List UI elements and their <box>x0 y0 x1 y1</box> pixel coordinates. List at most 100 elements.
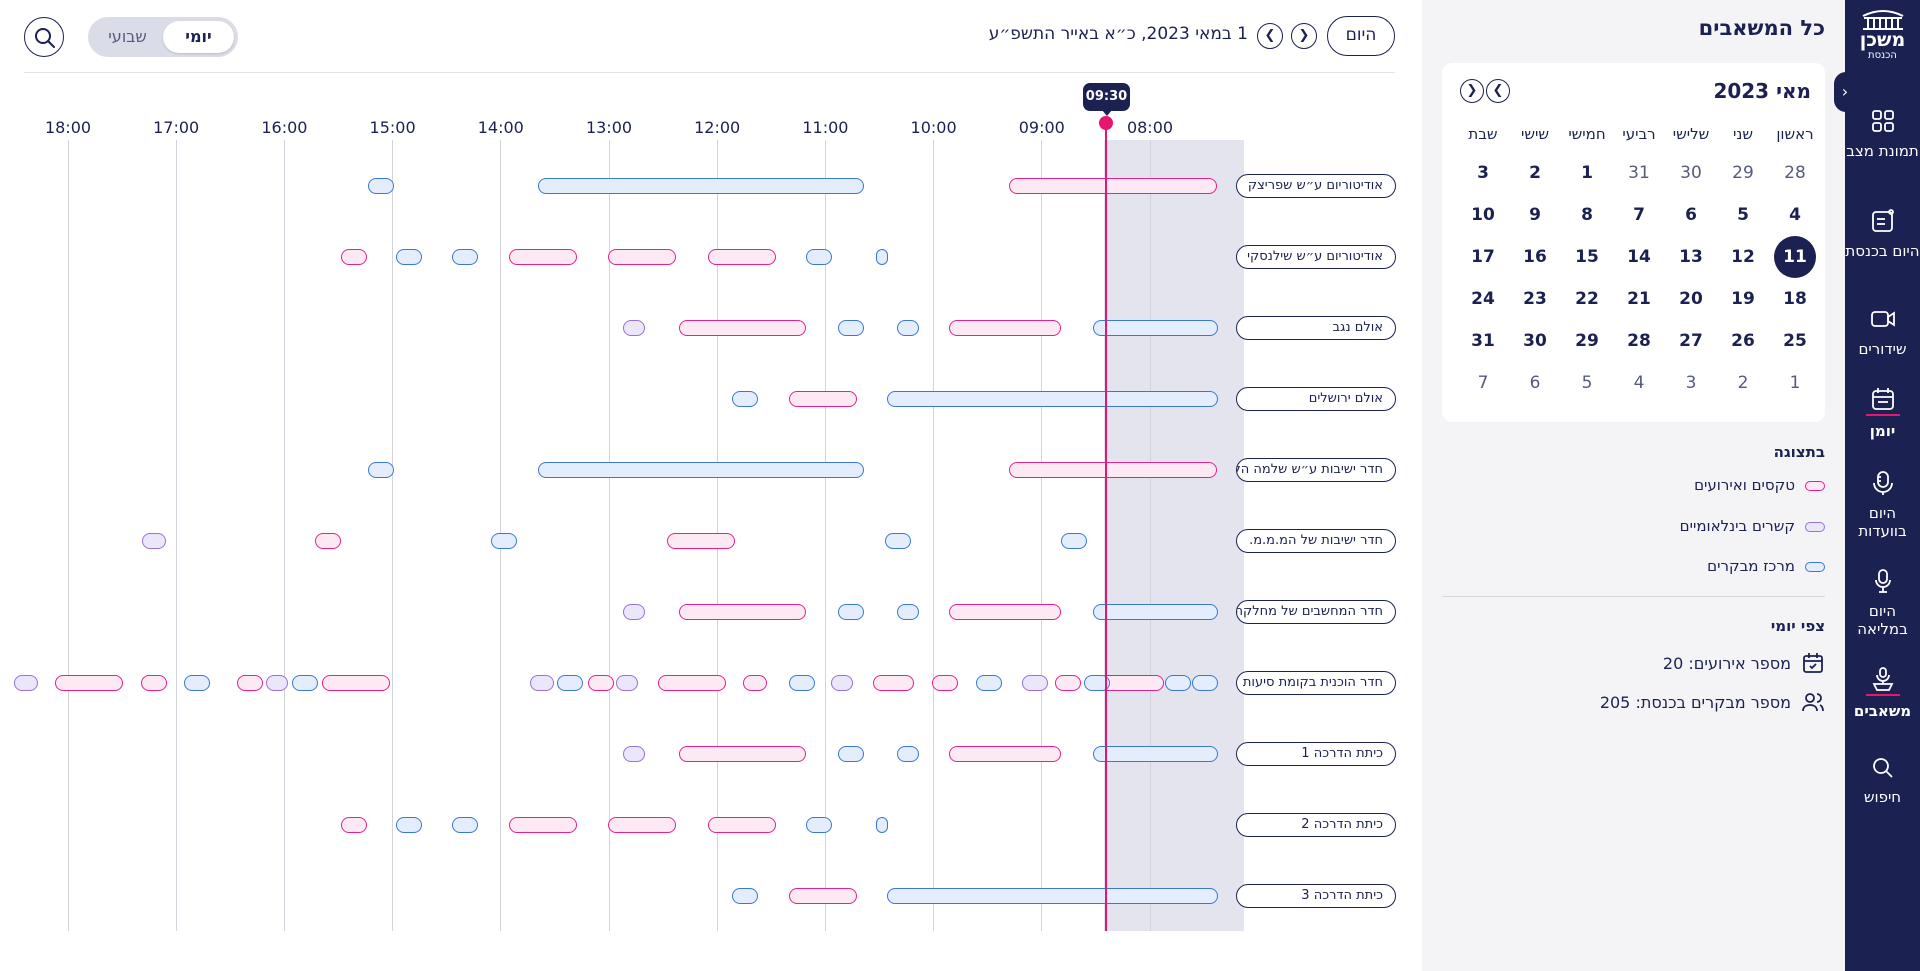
event-block[interactable] <box>887 391 1218 407</box>
calendar-day[interactable]: 24 <box>1471 289 1495 309</box>
event-block[interactable] <box>1093 604 1218 620</box>
nav-item-today-knesset[interactable]: היום בכנסת <box>1845 208 1920 260</box>
event-block[interactable] <box>885 533 911 549</box>
event-block[interactable] <box>530 675 554 691</box>
event-block[interactable] <box>142 533 166 549</box>
calendar-day[interactable]: 9 <box>1529 205 1541 225</box>
calendar-day[interactable]: 29 <box>1575 331 1599 351</box>
event-block[interactable] <box>949 320 1061 336</box>
calendar-next-button[interactable]: ❯ <box>1460 79 1484 103</box>
event-block[interactable] <box>838 746 864 762</box>
event-block[interactable] <box>608 817 676 833</box>
next-day-button[interactable]: ❯ <box>1291 23 1317 49</box>
event-block[interactable] <box>452 249 478 265</box>
event-block[interactable] <box>315 533 341 549</box>
event-block[interactable] <box>679 320 806 336</box>
calendar-day[interactable]: 7 <box>1633 205 1645 225</box>
event-block[interactable] <box>588 675 614 691</box>
calendar-day[interactable]: 23 <box>1523 289 1547 309</box>
event-block[interactable] <box>876 817 888 833</box>
event-block[interactable] <box>237 675 263 691</box>
event-block[interactable] <box>949 746 1061 762</box>
calendar-day[interactable]: 20 <box>1679 289 1703 309</box>
room-label[interactable]: חדר ישיבות ע״ש שלמה הלל <box>1236 458 1396 482</box>
event-block[interactable] <box>538 178 864 194</box>
event-block[interactable] <box>1093 746 1218 762</box>
calendar-day[interactable]: 13 <box>1679 247 1703 267</box>
calendar-day[interactable]: 19 <box>1731 289 1755 309</box>
event-block[interactable] <box>708 249 776 265</box>
event-block[interactable] <box>1055 675 1081 691</box>
nav-item-plenum[interactable]: היום במליאה <box>1845 568 1920 638</box>
legend-item-international[interactable]: קשרים בינלאומיים <box>1680 515 1825 537</box>
room-label[interactable]: כיתת הדרכה 1 <box>1236 742 1396 766</box>
event-block[interactable] <box>873 675 914 691</box>
event-block[interactable] <box>838 604 864 620</box>
event-block[interactable] <box>932 675 958 691</box>
event-block[interactable] <box>322 675 390 691</box>
calendar-day[interactable]: 10 <box>1471 205 1495 225</box>
calendar-day[interactable]: 3 <box>1685 373 1697 393</box>
event-block[interactable] <box>368 178 394 194</box>
event-block[interactable] <box>184 675 210 691</box>
calendar-prev-button[interactable]: ❮ <box>1486 79 1510 103</box>
event-block[interactable] <box>838 320 864 336</box>
calendar-day[interactable]: 2 <box>1529 163 1541 183</box>
event-block[interactable] <box>623 320 645 336</box>
calendar-day[interactable]: 6 <box>1529 373 1541 393</box>
calendar-day[interactable]: 30 <box>1523 331 1547 351</box>
event-block[interactable] <box>14 675 38 691</box>
calendar-day[interactable]: 6 <box>1685 205 1697 225</box>
event-block[interactable] <box>141 675 167 691</box>
event-block[interactable] <box>897 320 919 336</box>
calendar-day[interactable]: 16 <box>1523 247 1547 267</box>
event-block[interactable] <box>1009 178 1217 194</box>
collapse-panel-button[interactable]: › <box>1834 72 1856 112</box>
event-block[interactable] <box>897 746 919 762</box>
event-block[interactable] <box>806 249 832 265</box>
calendar-day[interactable]: 26 <box>1731 331 1755 351</box>
room-label[interactable]: חדר המחשבים של מחלקת.. <box>1236 600 1396 624</box>
event-block[interactable] <box>538 462 864 478</box>
event-block[interactable] <box>491 533 517 549</box>
calendar-day[interactable]: 1 <box>1581 163 1593 183</box>
calendar-day[interactable]: 15 <box>1575 247 1599 267</box>
calendar-day[interactable]: 2 <box>1737 373 1749 393</box>
room-label[interactable]: כיתת הדרכה 3 <box>1236 884 1396 908</box>
room-label[interactable]: אולם ירושלים <box>1236 387 1396 411</box>
today-button[interactable]: היום <box>1327 16 1395 56</box>
calendar-day[interactable]: 3 <box>1477 163 1489 183</box>
event-block[interactable] <box>557 675 583 691</box>
calendar-day[interactable]: 27 <box>1679 331 1703 351</box>
event-block[interactable] <box>1165 675 1191 691</box>
legend-item-visitors-center[interactable]: מרכז מבקרים <box>1707 555 1825 577</box>
room-label[interactable]: חדר הוכנית בקומת סיעות <box>1236 671 1396 695</box>
event-block[interactable] <box>732 391 758 407</box>
event-block[interactable] <box>1093 320 1218 336</box>
event-block[interactable] <box>341 249 367 265</box>
event-block[interactable] <box>658 675 726 691</box>
event-block[interactable] <box>679 604 806 620</box>
daily-view-option[interactable]: יומי <box>163 21 234 53</box>
calendar-day[interactable]: 21 <box>1627 289 1651 309</box>
event-block[interactable] <box>1009 462 1217 478</box>
previous-day-button[interactable]: ❮ <box>1257 23 1283 49</box>
event-block[interactable] <box>789 391 857 407</box>
calendar-day[interactable]: 8 <box>1581 205 1593 225</box>
event-block[interactable] <box>623 604 645 620</box>
event-block[interactable] <box>679 746 806 762</box>
event-block[interactable] <box>1192 675 1218 691</box>
event-block[interactable] <box>789 888 857 904</box>
calendar-day[interactable]: 17 <box>1471 247 1495 267</box>
event-block[interactable] <box>341 817 367 833</box>
calendar-day[interactable]: 12 <box>1731 247 1755 267</box>
calendar-day[interactable]: 28 <box>1627 331 1651 351</box>
event-block[interactable] <box>789 675 815 691</box>
calendar-day[interactable]: 5 <box>1581 373 1593 393</box>
event-block[interactable] <box>55 675 123 691</box>
event-block[interactable] <box>743 675 767 691</box>
event-block[interactable] <box>616 675 638 691</box>
event-block[interactable] <box>667 533 735 549</box>
weekly-view-option[interactable]: שבועי <box>108 27 147 46</box>
calendar-day[interactable]: 7 <box>1477 373 1489 393</box>
